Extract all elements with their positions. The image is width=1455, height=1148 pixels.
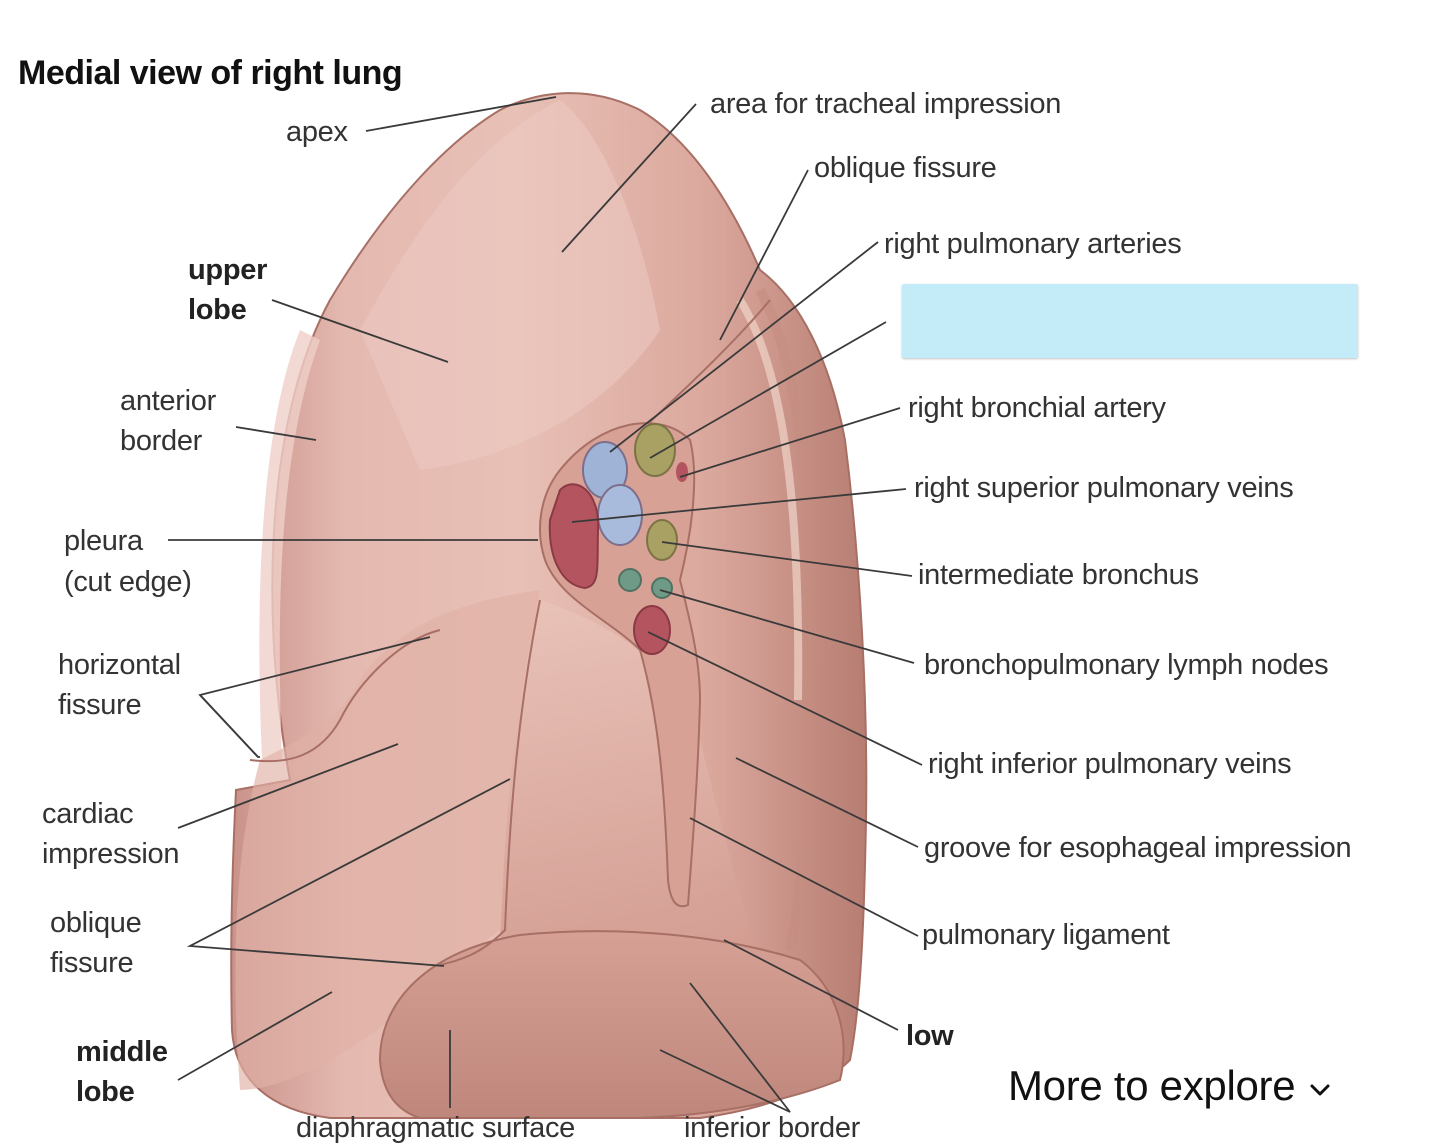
label-horizontal-fissure-line2: fissure — [58, 689, 142, 721]
chevron-down-icon — [1309, 1073, 1331, 1104]
lymph-node-2-icon — [651, 577, 673, 599]
label-cardiac-impression-line1: cardiac — [42, 798, 134, 830]
answer-cover-box[interactable] — [902, 284, 1358, 358]
label-tracheal-impression: area for tracheal impression — [710, 88, 1062, 120]
more-to-explore-button[interactable]: More to explore — [1008, 1058, 1332, 1114]
label-anterior-border-line1: anterior — [120, 385, 216, 417]
lymph-node-icon — [618, 568, 642, 592]
label-right-inferior-pulmonary-veins: right inferior pulmonary veins — [928, 748, 1292, 780]
label-inferior-border: inferior border — [684, 1112, 861, 1144]
lower-lobe-face — [500, 600, 760, 960]
bronchus-icon — [634, 423, 676, 477]
label-pulmonary-ligament: pulmonary ligament — [922, 919, 1170, 951]
label-apex: apex — [286, 116, 348, 148]
label-right-bronchial-artery: right bronchial artery — [908, 392, 1166, 424]
leader-lines — [168, 96, 923, 1113]
intermediate-bronchus-icon — [646, 519, 678, 561]
middle-lobe-region — [235, 590, 540, 1090]
superior-vein-icon — [548, 483, 600, 590]
upper-lobe-shading — [360, 100, 660, 470]
label-middle-lobe-line2: lobe — [76, 1076, 135, 1108]
label-anterior-border-line2: border — [120, 425, 203, 457]
label-right-superior-pulmonary-veins: right superior pulmonary veins — [914, 472, 1294, 504]
anterior-border-strip — [259, 330, 320, 760]
label-upper-lobe-line1: upper — [188, 254, 268, 286]
more-to-explore-label: More to explore — [1008, 1062, 1296, 1109]
label-diaphragmatic-surface: diaphragmatic surface — [296, 1112, 576, 1144]
diaphragmatic-surface — [378, 930, 845, 1119]
label-horizontal-fissure-line1: horizontal — [58, 649, 181, 681]
label-bronchopulmonary-lymph-nodes: bronchopulmonary lymph nodes — [924, 649, 1329, 681]
label-lower-lobe-partial: low — [906, 1020, 954, 1052]
label-groove-esophageal-impression: groove for esophageal impression — [924, 832, 1352, 864]
label-middle-lobe-line1: middle — [76, 1036, 168, 1068]
bronchial-artery-icon — [676, 462, 688, 482]
inferior-vein-icon — [633, 605, 671, 655]
horizontal-fissure-line — [249, 629, 441, 763]
label-cardiac-impression-line2: impression — [42, 838, 180, 870]
label-oblique-fissure-left-line1: oblique — [50, 907, 142, 939]
esophageal-groove — [755, 287, 818, 951]
label-pleura-line2: (cut edge) — [64, 566, 192, 598]
label-right-pulmonary-arteries: right pulmonary arteries — [884, 228, 1182, 260]
label-pleura-line1: pleura — [64, 525, 143, 557]
label-upper-lobe-line2: lobe — [188, 294, 247, 326]
label-intermediate-bronchus: intermediate bronchus — [918, 559, 1199, 591]
diagram-title: Medial view of right lung — [18, 54, 403, 92]
label-oblique-fissure-right: oblique fissure — [814, 152, 997, 184]
label-oblique-fissure-left-line2: fissure — [50, 947, 134, 979]
